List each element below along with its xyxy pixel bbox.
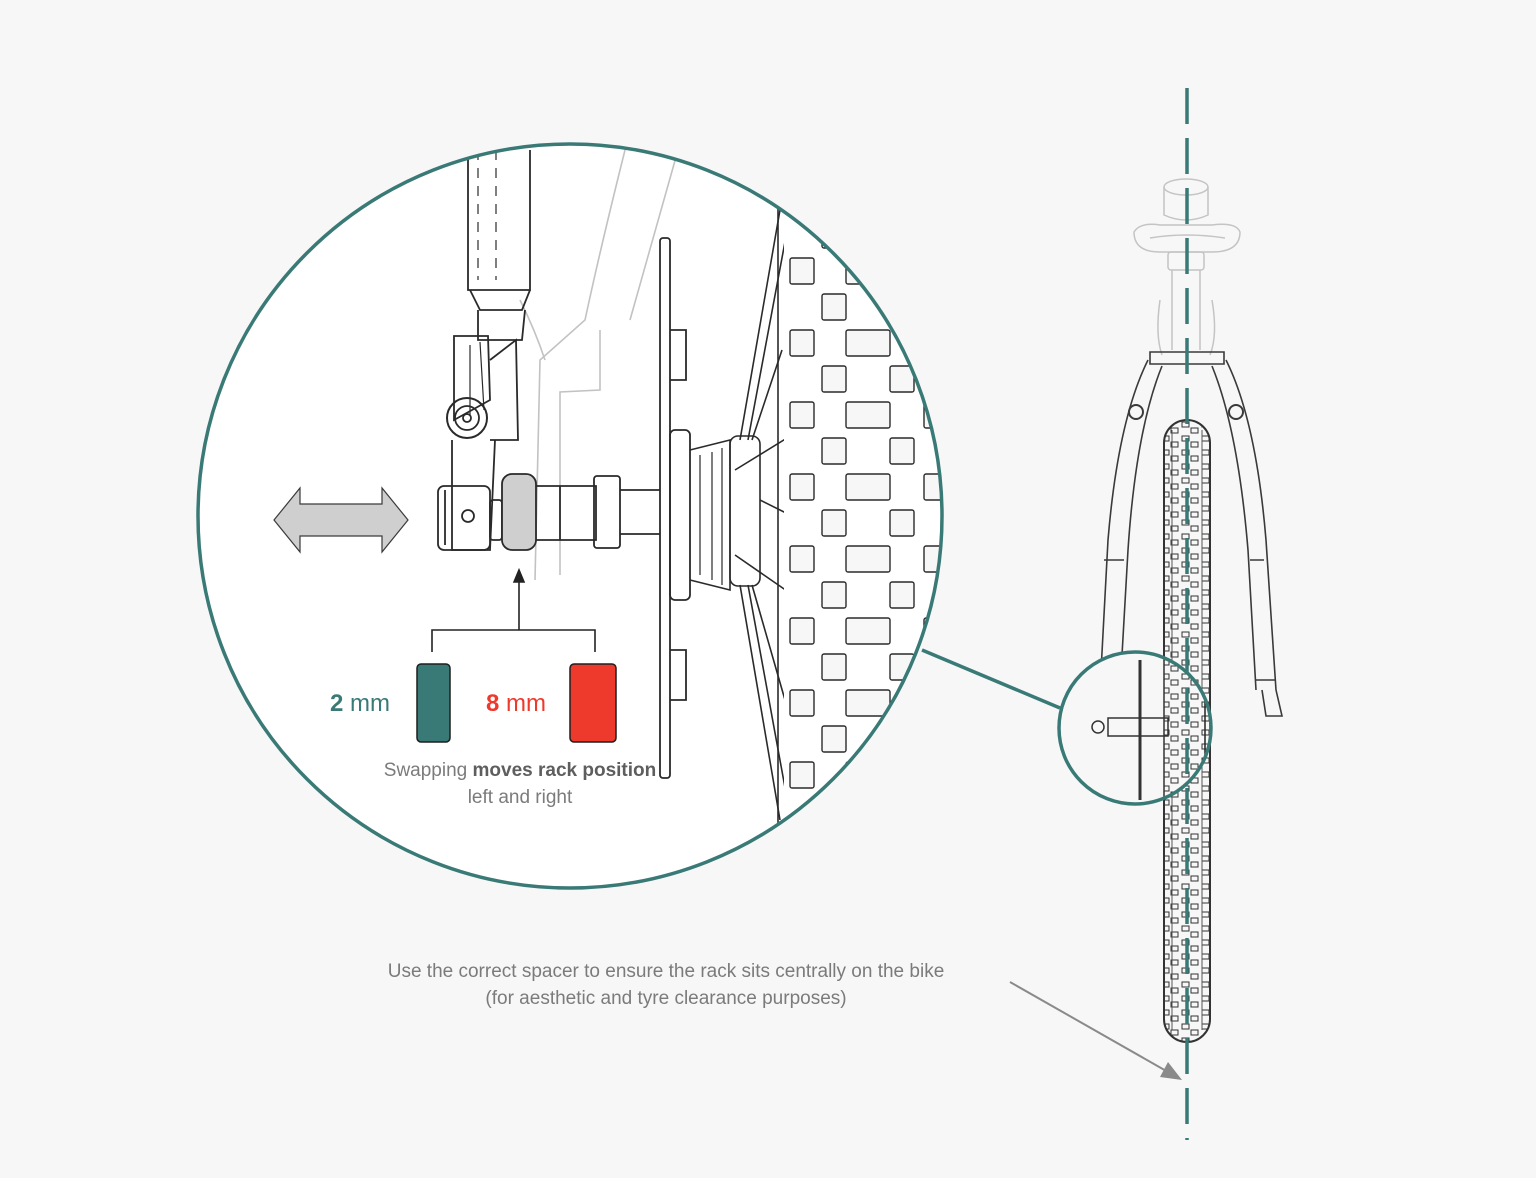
tread-block (821, 149, 847, 177)
fork (1092, 351, 1284, 717)
tread-block (789, 833, 815, 861)
tread-block (845, 689, 891, 717)
tread-block (889, 437, 915, 465)
tyre-tread-zoom (784, 144, 942, 888)
tread-block (845, 257, 891, 285)
axle (536, 475, 660, 549)
centre-note-line2: (for aesthetic and tyre clearance purpos… (485, 988, 847, 1009)
brake-rotor (659, 237, 691, 779)
tread-block (889, 293, 915, 321)
tread-block (821, 509, 847, 537)
tread-block (889, 869, 915, 888)
spacer-8mm-swatch (569, 663, 617, 743)
tread-block (923, 473, 942, 501)
tread-block (845, 473, 891, 501)
centre-note: Use the correct spacer to ensure the rac… (330, 958, 1002, 1012)
tread-block (889, 797, 915, 825)
tread-block (923, 761, 942, 789)
tread-block (821, 581, 847, 609)
tread-block (789, 689, 815, 717)
tread-block (923, 545, 942, 573)
tread-block (889, 221, 915, 249)
spacer-2mm-swatch (416, 663, 451, 743)
tread-block (845, 401, 891, 429)
hub-spokes (689, 200, 801, 830)
spacer-2mm-unit: mm (350, 690, 391, 717)
tread-block (789, 329, 815, 357)
tread-block (845, 185, 891, 213)
spacer-8mm-label: 8 mm (486, 690, 546, 718)
tread-block (889, 581, 915, 609)
swap-note-suffix: left and right (467, 787, 573, 808)
spacer-2mm-label: 2 mm (330, 690, 390, 718)
tread-block (821, 293, 847, 321)
tread-block (821, 365, 847, 393)
tread-block (821, 653, 847, 681)
spacer-8mm-unit: mm (506, 690, 547, 717)
spacer-2mm-value: 2 (330, 690, 344, 717)
tread-block (789, 761, 815, 789)
tread-block (889, 725, 915, 753)
tread-block (845, 329, 891, 357)
tread-block (821, 437, 847, 465)
tread-block (789, 185, 815, 213)
tread-block (789, 617, 815, 645)
double-arrow-icon (273, 486, 409, 554)
tread-block (789, 257, 815, 285)
leader-arrow-icon (1009, 981, 1182, 1080)
tread-block (789, 473, 815, 501)
tread-block (845, 545, 891, 573)
tread-block (923, 833, 942, 861)
tread-block (889, 509, 915, 537)
swap-note: Swapping moves rack position left and ri… (380, 757, 660, 811)
swap-note-bold: moves rack position (472, 760, 657, 781)
tread-block (821, 797, 847, 825)
tread-block (789, 545, 815, 573)
tread-block (789, 401, 815, 429)
fork-outline-faint (519, 149, 679, 581)
tread-block (923, 257, 942, 285)
tread-block (821, 869, 847, 888)
tread-block (845, 761, 891, 789)
tread-block (889, 149, 915, 177)
swap-note-prefix: Swapping (383, 760, 473, 781)
tread-block (821, 725, 847, 753)
tread-block (923, 185, 942, 213)
centre-note-line1: Use the correct spacer to ensure the rac… (387, 961, 945, 982)
spacer-8mm-value: 8 (486, 690, 500, 717)
zoom-connector (921, 648, 1061, 710)
tread-block (845, 617, 891, 645)
tread-block (923, 329, 942, 357)
up-arrow-icon (431, 567, 596, 652)
tread-block (923, 689, 942, 717)
spacer-in-place (501, 473, 537, 551)
tread-block (845, 833, 891, 861)
detail-circle-small (1057, 650, 1213, 806)
